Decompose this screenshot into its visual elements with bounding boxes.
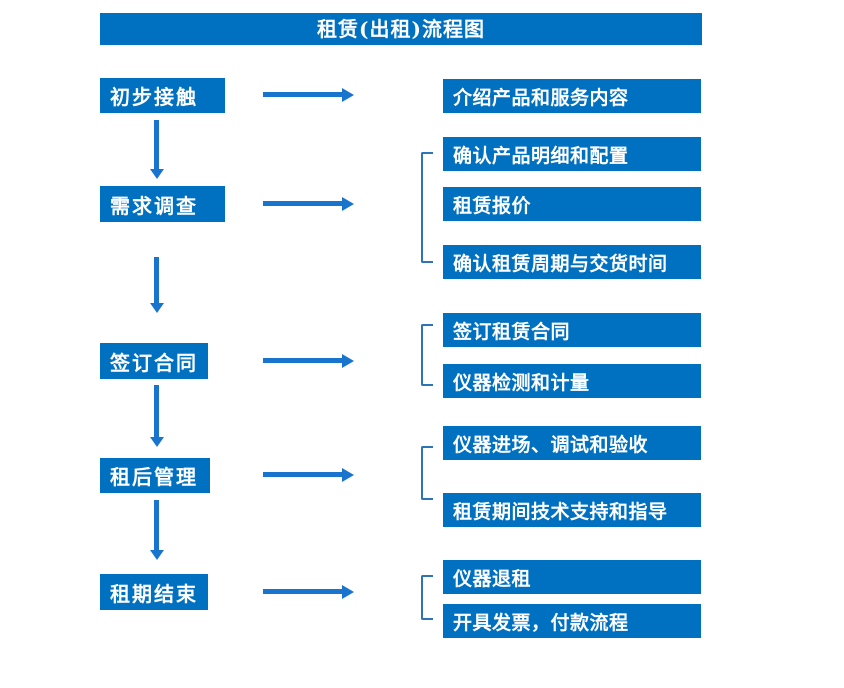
detail-label: 仪器退租 (453, 567, 532, 590)
detail-box-instrument-setup: 仪器进场、调试和验收 (443, 426, 701, 460)
group-bracket-4 (421, 446, 433, 500)
arrow-shaft (154, 120, 159, 169)
detail-label: 确认产品明细和配置 (453, 144, 629, 167)
detail-box-rental-quote: 租赁报价 (443, 187, 701, 221)
detail-label: 确认租赁周期与交货时间 (453, 252, 668, 275)
right-arrow-icon-1 (263, 88, 354, 102)
detail-box-invoice-payment: 开具发票，付款流程 (443, 604, 701, 638)
arrow-head (150, 303, 164, 313)
arrow-head (342, 585, 354, 599)
step-box-rental-end: 租期结束 (100, 574, 208, 610)
arrow-shaft (154, 257, 159, 303)
down-arrow-icon-1 (150, 120, 164, 179)
arrow-head (150, 550, 164, 560)
group-bracket-5 (421, 575, 433, 620)
arrow-shaft (263, 358, 342, 363)
arrow-shaft (263, 472, 342, 477)
step-label: 租后管理 (110, 465, 198, 489)
title-bar: 租赁(出租)流程图 (100, 13, 702, 45)
arrow-shaft (154, 500, 159, 550)
step-label: 需求调查 (110, 193, 198, 218)
detail-box-introduce-products: 介绍产品和服务内容 (443, 79, 701, 113)
down-arrow-icon-4 (150, 500, 164, 560)
arrow-head (342, 197, 354, 211)
right-arrow-icon-5 (263, 585, 354, 599)
detail-label: 开具发票，付款流程 (453, 611, 629, 634)
right-arrow-icon-3 (263, 354, 354, 368)
step-box-initial-contact: 初步接触 (100, 78, 225, 113)
detail-box-technical-support: 租赁期间技术支持和指导 (443, 493, 701, 527)
arrow-head (342, 354, 354, 368)
group-bracket-3 (421, 324, 433, 386)
step-box-demand-survey: 需求调查 (100, 186, 225, 222)
detail-label: 仪器进场、调试和验收 (453, 433, 649, 456)
step-box-post-rental-management: 租后管理 (100, 458, 210, 493)
detail-label: 租赁期间技术支持和指导 (453, 500, 668, 523)
arrow-head (342, 88, 354, 102)
arrow-head (150, 169, 164, 179)
detail-label: 租赁报价 (453, 194, 532, 217)
arrow-head (150, 437, 164, 447)
detail-label: 介绍产品和服务内容 (453, 86, 629, 109)
step-label: 签订合同 (110, 350, 198, 375)
down-arrow-icon-3 (150, 385, 164, 447)
arrow-shaft (154, 385, 159, 437)
detail-label: 签订租赁合同 (453, 320, 571, 343)
step-label: 租期结束 (110, 581, 198, 606)
detail-box-instrument-testing: 仪器检测和计量 (443, 364, 701, 398)
detail-label: 仪器检测和计量 (453, 371, 590, 394)
arrow-head (342, 468, 354, 482)
arrow-shaft (263, 589, 342, 594)
right-arrow-icon-4 (263, 468, 354, 482)
detail-box-sign-rental-contract: 签订租赁合同 (443, 313, 701, 347)
detail-box-confirm-product-details: 确认产品明细和配置 (443, 137, 701, 171)
step-box-sign-contract: 签订合同 (100, 343, 208, 379)
down-arrow-icon-2 (150, 257, 164, 313)
step-label: 初步接触 (110, 85, 198, 109)
arrow-shaft (263, 92, 342, 97)
page-title: 租赁(出租)流程图 (317, 17, 485, 41)
group-bracket-2 (421, 152, 433, 263)
detail-box-confirm-rental-period: 确认租赁周期与交货时间 (443, 245, 701, 279)
right-arrow-icon-2 (263, 197, 354, 211)
detail-box-instrument-return: 仪器退租 (443, 560, 701, 594)
arrow-shaft (263, 201, 342, 206)
